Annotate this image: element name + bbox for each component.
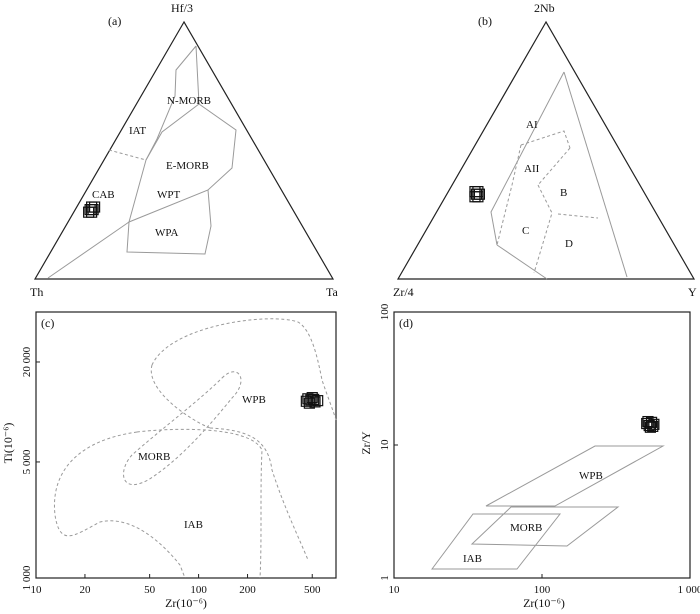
field-label-morb-d: MORB [510, 522, 542, 534]
field-polygon-wpb [485, 445, 665, 507]
apex-left-label-a: Th [30, 285, 43, 299]
sample-points-a [83, 201, 101, 218]
panel-b: (b) 2Nb Zr/4 Y AI AII B C D [393, 1, 697, 299]
apex-left-label-b: Zr/4 [393, 285, 414, 299]
y-tick-label: 100 [379, 303, 391, 320]
field-polygon-morb [470, 506, 620, 547]
y-tick-label: 1 [379, 575, 391, 581]
sample-point-c [308, 393, 320, 406]
sample-points-c [300, 392, 324, 409]
sample-points-b [469, 186, 485, 203]
field-label-iab-c: IAB [184, 519, 203, 531]
field-boundaries-d [431, 445, 665, 570]
apex-right-label-b: Y [688, 285, 697, 299]
sample-points-d [641, 415, 660, 433]
field-label-n-morb: N-MORB [167, 95, 211, 107]
sample-point-b [469, 191, 481, 203]
sample-point-d [644, 421, 656, 433]
panel-c-tag: (c) [41, 316, 54, 330]
field-label-e-morb: E-MORB [166, 160, 209, 172]
y-tick-label: 10 [379, 439, 391, 451]
x-tick-label: 100 [534, 584, 551, 596]
x-tick-label: 50 [144, 584, 156, 596]
sample-point-d [642, 415, 654, 428]
y-axis-label-d: Zr/Y [359, 431, 373, 455]
apex-top-label-a: Hf/3 [171, 1, 193, 15]
panel-a: (a) Hf/3 Th Ta N-MORB IAT E-MORB CAB WPT… [30, 1, 338, 299]
x-axis-label-d: Zr(10⁻⁶) [523, 596, 565, 610]
field-label-c: C [522, 225, 529, 237]
x-tick-label: 20 [79, 584, 91, 596]
field-label-aii: AII [524, 163, 540, 175]
x-axis-label-c: Zr(10⁻⁶) [165, 596, 207, 610]
y-tick-label: 20 000 [21, 346, 33, 377]
ternary-frame-b [396, 20, 696, 280]
panel-d-tag: (d) [399, 316, 413, 330]
plot-frame-c [35, 311, 337, 579]
panel-d: (d) 10 100 1 000 1 10 100 Zr(10⁻⁶) Zr/Y WPB M… [359, 303, 700, 610]
x-tick-label: 1 000 [678, 584, 700, 596]
field-boundaries-c [53, 318, 337, 579]
sample-point-c [309, 396, 321, 408]
sample-point-d [648, 418, 660, 430]
panel-b-tag: (b) [478, 14, 492, 28]
field-label-wpt: WPT [157, 189, 181, 201]
sample-point-a [83, 206, 95, 218]
sample-point-c [300, 395, 312, 407]
x-tick-label: 10 [389, 584, 401, 596]
x-tick-label: 100 [190, 584, 207, 596]
sample-point-c [306, 392, 318, 404]
field-label-wpb-d: WPB [579, 470, 603, 482]
field-boundaries-a [47, 45, 237, 279]
panel-c: (c) 10 20 50 100 200 500 1 000 5 000 20 000 Zr(1… [1, 311, 337, 610]
axis-ticks-d: 10 100 1 000 1 10 100 [379, 303, 700, 596]
field-label-ai: AI [526, 119, 538, 131]
y-tick-label: 1 000 [21, 565, 33, 590]
y-axis-label-c: Ti(10⁻⁶) [1, 423, 15, 464]
field-label-morb-c: MORB [138, 451, 170, 463]
field-label-cab: CAB [92, 189, 115, 201]
field-label-b: B [560, 187, 567, 199]
apex-right-label-a: Ta [326, 285, 338, 299]
apex-top-label-b: 2Nb [534, 1, 555, 15]
plot-frame-d [393, 311, 691, 579]
field-label-iab-d: IAB [463, 553, 482, 565]
x-tick-label: 500 [304, 584, 321, 596]
x-tick-label: 10 [31, 584, 43, 596]
y-tick-label: 5 000 [21, 449, 33, 474]
field-label-wpb-c: WPB [242, 394, 266, 406]
field-polygon-iab [431, 513, 562, 570]
field-label-d: D [565, 238, 573, 250]
axis-ticks-c: 10 20 50 100 200 500 1 000 5 000 20 000 [21, 346, 321, 596]
field-label-wpa: WPA [155, 227, 178, 239]
field-boundaries-b [490, 71, 628, 280]
x-tick-label: 200 [239, 584, 256, 596]
field-label-iat: IAT [129, 125, 146, 137]
panel-a-tag: (a) [108, 14, 121, 28]
